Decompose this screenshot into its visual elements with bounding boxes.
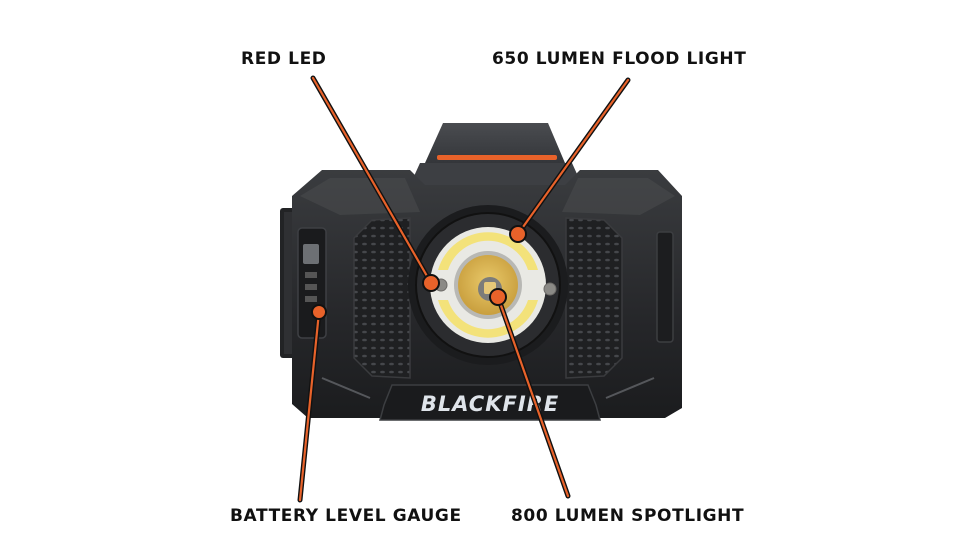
callout-label-battery-gauge: BATTERY LEVEL GAUGE	[230, 506, 462, 526]
spotlight-callout-dot	[489, 288, 507, 306]
brand-plate: BLACKFIRE	[379, 384, 601, 421]
side-slot-right	[656, 231, 674, 343]
red-led-callout-dot	[422, 274, 440, 292]
orange-accent-strip	[437, 155, 557, 160]
flood-cob-top	[438, 232, 538, 270]
grip-texture-right	[565, 217, 623, 379]
callout-lines	[297, 75, 631, 503]
flood-cob-bottom	[438, 300, 538, 338]
grip-texture-left	[353, 217, 411, 379]
callout-label-spotlight: 800 LUMEN SPOTLIGHT	[511, 506, 745, 526]
red-led-right	[543, 282, 557, 296]
battery-callout-dot	[311, 304, 327, 320]
tilt-bracket	[410, 123, 582, 185]
battery-gauge-window	[297, 227, 327, 339]
callout-label-red-led: RED LED	[241, 49, 327, 69]
callout-label-flood-light: 650 LUMEN FLOOD LIGHT	[492, 49, 747, 69]
flood-callout-dot	[509, 225, 527, 243]
